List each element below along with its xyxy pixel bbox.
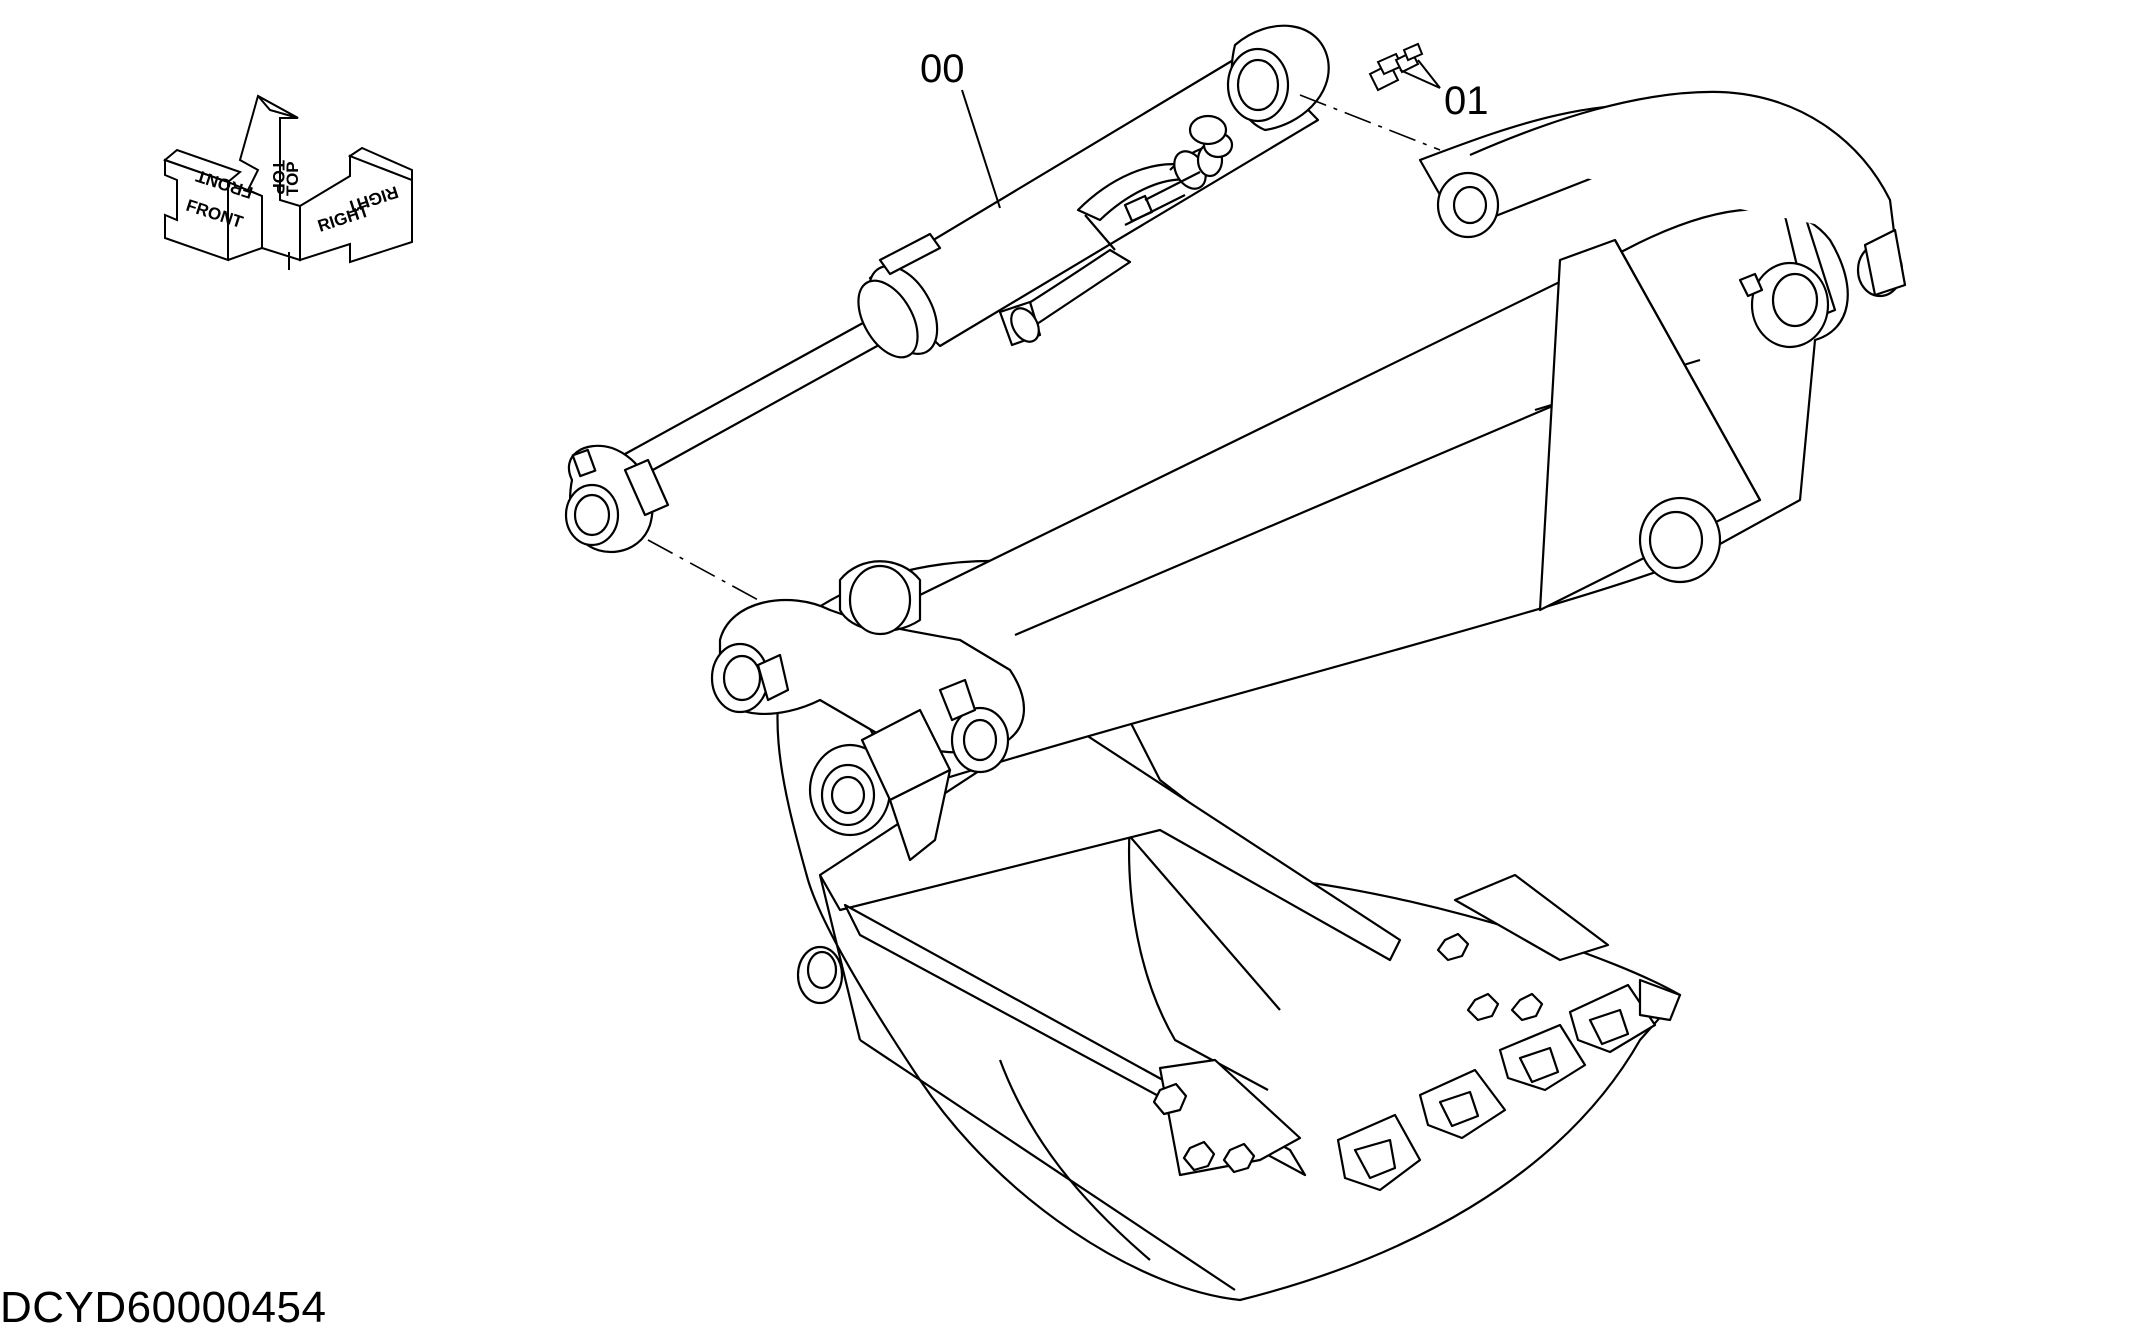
bucket-teeth [1336,978,1682,1192]
bucket-assembly [710,90,1907,1302]
right-arrow [299,154,413,264]
top-label-lower: TOP [283,161,302,196]
hydraulic-cylinder [564,24,1330,554]
top-label: TOP [269,160,288,195]
callout-01-label: 01 [1444,79,1489,123]
callout-00-label: 00 [920,47,965,91]
grease-nipples [1368,42,1424,92]
drawing-id-label: DCYD60000454 [0,1283,327,1332]
top-arrow [238,94,301,262]
front-arrow [164,158,229,262]
guide-link [718,598,1025,754]
orientation-indicator [163,94,413,270]
callout-leaders [961,59,1441,209]
center-lines [647,94,1441,621]
